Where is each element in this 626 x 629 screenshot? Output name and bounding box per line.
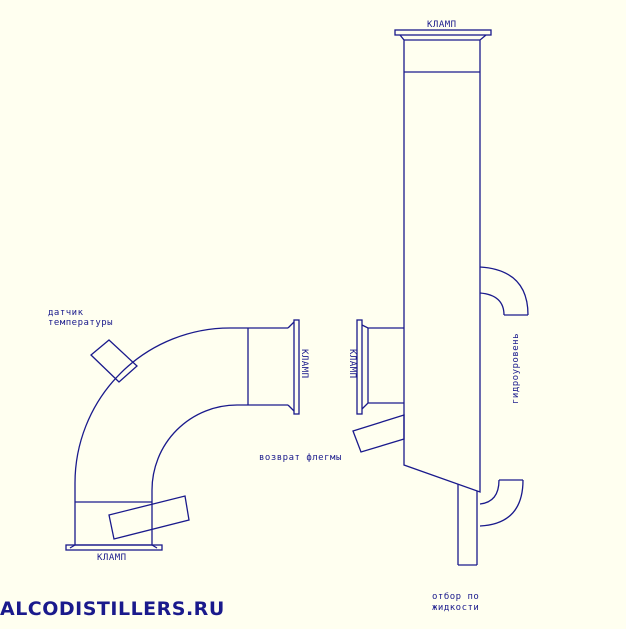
- reflux-return-pipe: [352, 414, 405, 453]
- temperature-sensor-port: [90, 339, 138, 383]
- elbow-end-clamp: [247, 319, 300, 415]
- elbow-outer-arc: [74, 327, 248, 545]
- sensor-label-line1: датчик: [48, 308, 84, 318]
- bottom-clamp-label: КЛАМП: [97, 553, 127, 563]
- hydro-level-pipe-upper: [479, 266, 529, 316]
- reflux-return-label: возврат флегмы: [259, 453, 342, 463]
- draw-off-pipe: [457, 484, 478, 566]
- column-side-clamp-label: КЛАМП: [347, 349, 357, 379]
- draw-off-label-line2: жидкости: [432, 603, 479, 613]
- site-watermark: ALCODISTILLERS.RU: [0, 598, 225, 620]
- column-side-clamp: [356, 319, 404, 415]
- elbow-bottom-clamp: [65, 501, 163, 551]
- draw-off-label-line1: отбор по: [432, 591, 479, 602]
- hydro-level-pipe-lower: [479, 479, 524, 527]
- sensor-label-line2: температуры: [48, 318, 113, 328]
- elbow-end-clamp-label: КЛАМП: [299, 349, 309, 379]
- elbow-inner-arc: [151, 404, 248, 545]
- top-clamp-flange: [394, 29, 492, 72]
- hydro-level-label: гидроуровень: [511, 333, 521, 404]
- top-clamp-label: КЛАМП: [427, 20, 457, 30]
- reflux-inlet-port: [108, 495, 190, 540]
- column: [403, 71, 481, 493]
